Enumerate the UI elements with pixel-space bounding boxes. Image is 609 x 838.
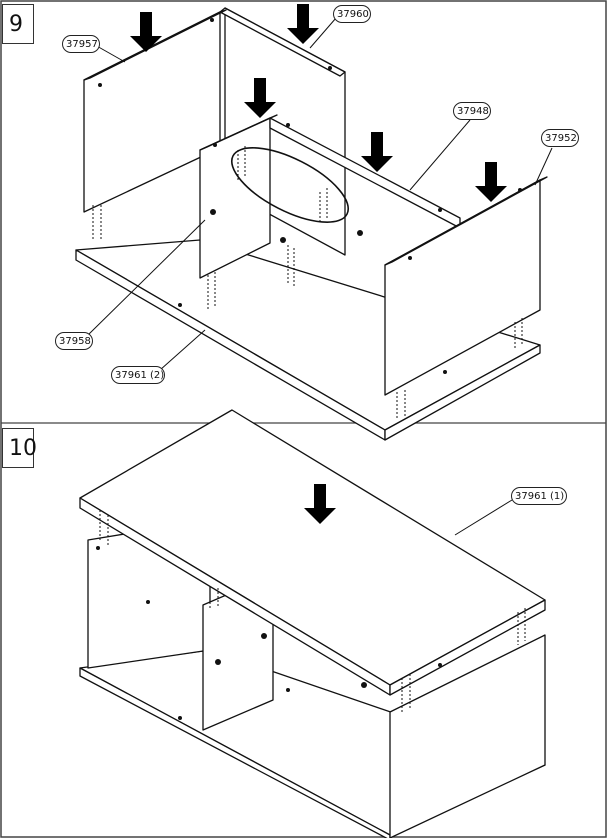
step-number-9: 9 (2, 4, 34, 44)
step-9-leader-lines (87, 17, 553, 371)
down-arrow-icon (287, 4, 319, 44)
part-callout: 37961 (1) (511, 487, 567, 505)
step-number-10: 10 (2, 428, 37, 468)
down-arrow-icon (244, 78, 276, 118)
back-panel-top-edge (219, 7, 346, 77)
bottom-panel-front-edge (79, 667, 391, 838)
right-panel-top-edge (384, 176, 548, 266)
down-arrow-icon (361, 132, 393, 172)
part-callout: 37952 (541, 129, 579, 147)
step-10-arrows (304, 484, 336, 524)
down-arrow-icon (475, 162, 507, 202)
part-callout: 37948 (453, 102, 491, 120)
part-callout: 37957 (62, 35, 100, 53)
right-side-panel (389, 634, 546, 838)
step-9-arrows (130, 4, 507, 202)
detail-highlight-ellipse (230, 147, 350, 223)
hole-dots (98, 18, 522, 374)
step-10-illustration (79, 409, 546, 838)
top-panel-side-edge (389, 599, 546, 696)
part-callout: 37958 (55, 332, 93, 350)
bottom-panel-side-edge (384, 344, 541, 441)
divider-top-edge (199, 114, 278, 151)
step-10-hole-dots (96, 546, 442, 720)
dowel-guides (92, 146, 523, 420)
down-arrow-icon (130, 12, 162, 52)
left-panel-top-edge (83, 9, 227, 81)
step-9-illustration (75, 7, 548, 441)
step-10-dowel-guides (99, 510, 526, 712)
step-10-leader-lines (454, 499, 513, 536)
part-callout: 37961 (2) (111, 366, 165, 384)
part-callout: 37960 (333, 5, 371, 23)
down-arrow-icon (304, 484, 336, 524)
